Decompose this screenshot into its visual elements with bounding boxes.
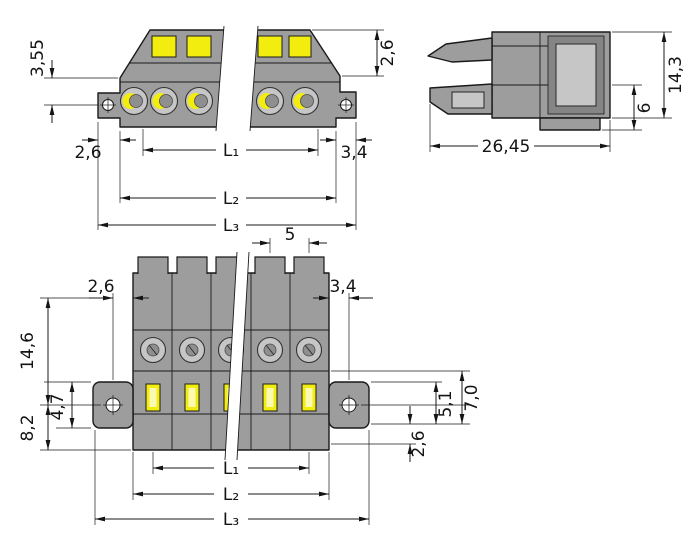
dim-14-3: 14,3 [612, 31, 686, 119]
lever-opening-square [257, 35, 283, 58]
dim-label-2-6: 2,6 [74, 143, 101, 163]
dim-label-l1: L₁ [223, 141, 239, 161]
dim-label-5: 5 [285, 225, 296, 245]
lever-opening-square [151, 35, 177, 58]
pole-tab [293, 256, 325, 274]
dim-3-55: 3,55 [28, 39, 118, 123]
dim-label-3-4: 3,4 [340, 143, 367, 163]
dim-label-5-1: 5,1 [436, 390, 456, 417]
break-gap [216, 26, 258, 131]
dim-6: 6 [602, 84, 655, 131]
side-body-step [539, 117, 601, 131]
mounting-flange-right [328, 381, 370, 429]
dim-l1-top: L₁ [142, 129, 319, 161]
test-slot-inner [149, 388, 157, 407]
break-line [215, 25, 225, 132]
dim-3-4-top: 3,4 [320, 137, 372, 163]
dim-5-1: 5,1 [433, 382, 456, 424]
break-bottom [224, 251, 250, 461]
dim-5: 5 [252, 225, 327, 253]
dim-label-26-45: 26,45 [482, 137, 531, 157]
dim-label-l2: L₂ [223, 189, 239, 209]
screw-slot [265, 344, 275, 356]
top-front-view: 3,55 2,6 2,6 3,4 L₁ [28, 25, 398, 236]
wire-entry-core [300, 94, 314, 108]
pole-tab [176, 256, 208, 274]
wire-entry-core [159, 94, 173, 108]
dim-label-2-6: 2,6 [378, 39, 398, 66]
dim-label-l3: L₃ [223, 216, 239, 236]
dim-label-l1: L₁ [223, 459, 239, 479]
test-slot-inner [188, 388, 196, 407]
bottom-front-view: 5 2,6 3,4 14,6 8,2 [18, 225, 482, 530]
connector-body-right-half [249, 29, 357, 128]
screw-slot [304, 344, 314, 356]
dim-8-2: 8,2 [18, 405, 131, 451]
dim-label-4-7: 4,7 [48, 393, 68, 420]
locking-lever [427, 37, 493, 63]
dim-label-3-55: 3,55 [28, 39, 48, 77]
dim-label-14-3: 14,3 [666, 56, 686, 94]
dim-2-6-right-bottom: 2,6 [407, 406, 429, 462]
lever-opening-square [186, 35, 212, 58]
dim-l2-bottom: L₂ [132, 452, 330, 505]
wire-entry-core [129, 94, 143, 108]
lever-opening-square [288, 35, 312, 58]
latch-slot [451, 91, 485, 109]
connector-body-left-half [97, 29, 229, 128]
test-slot-inner [305, 388, 313, 407]
screw-slot [148, 344, 158, 356]
break-gap [225, 252, 249, 460]
dim-label-l3: L₃ [223, 510, 239, 530]
dim-l3-bottom: L₃ [94, 430, 370, 530]
dim-26-45: 26,45 [429, 104, 611, 157]
dim-label-6: 6 [635, 103, 655, 114]
dim-2-6-left-bottom: 2,6 [87, 277, 149, 380]
dim-label-8-2: 8,2 [18, 414, 38, 441]
dim-label-3-4: 3,4 [329, 277, 356, 297]
dim-label-2-6: 2,6 [87, 277, 114, 297]
dim-2-6-left-top: 2,6 [74, 137, 136, 163]
top-side-view: 26,45 14,3 6 [427, 31, 686, 157]
dim-7-0: 7,0 [459, 371, 482, 424]
dim-3-4-bottom: 3,4 [313, 277, 373, 380]
break-top [215, 25, 259, 132]
dim-label-2-6: 2,6 [409, 430, 429, 457]
screw-slot [187, 344, 197, 356]
test-slot-inner [266, 388, 274, 407]
break-line [224, 251, 238, 461]
side-body [427, 31, 611, 131]
dim-2-6-right-top: 2,6 [312, 29, 398, 77]
dim-l3-top: L₃ [97, 122, 357, 236]
dim-label-l2: L₂ [223, 485, 239, 505]
dim-14-6: 14,6 [18, 297, 101, 406]
dim-l2-top: L₂ [119, 131, 337, 209]
dim-4-7: 4,7 [44, 381, 91, 429]
pole-tab [137, 256, 169, 274]
dim-l1-bottom: L₁ [152, 452, 310, 479]
dim-label-14-6: 14,6 [18, 332, 38, 370]
pole-tab [254, 256, 286, 274]
dim-label-7-0: 7,0 [462, 384, 482, 411]
right-extension-lines [331, 370, 470, 445]
wire-entry-core [265, 94, 279, 108]
side-inner-window [555, 43, 597, 107]
break-line [249, 25, 259, 132]
wire-entry-core [194, 94, 208, 108]
break-line [236, 251, 250, 461]
